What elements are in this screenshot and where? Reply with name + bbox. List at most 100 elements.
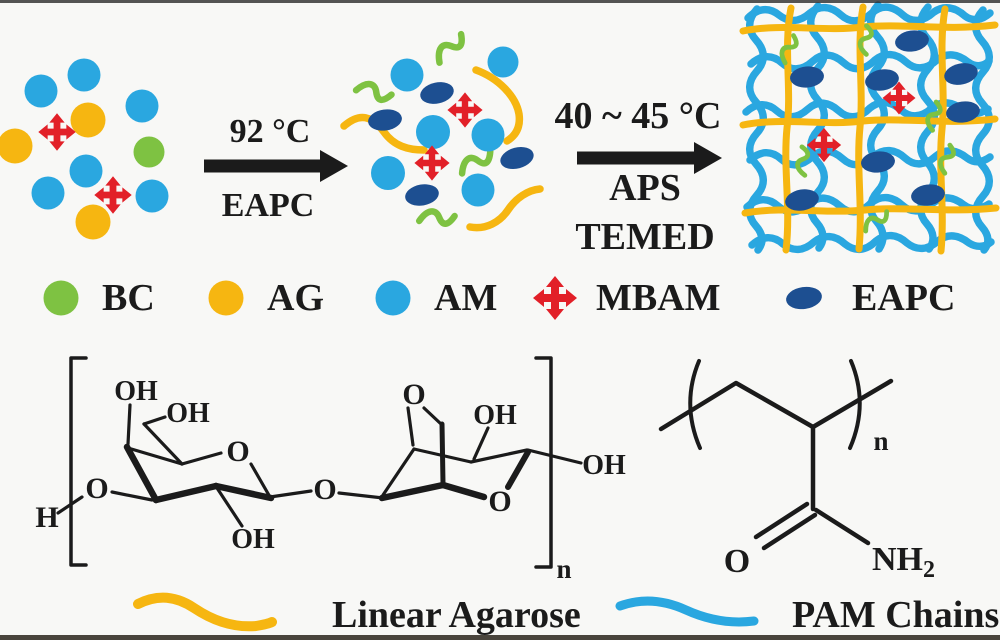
legend-item-eapc: EAPC [782,272,955,324]
subscript-n: n [556,554,571,584]
agarose-strand [472,66,524,145]
bond [215,486,244,528]
eapc-ellipse [786,286,822,310]
bond-bold [123,443,160,504]
atom-label: OH [166,398,210,429]
bond [268,489,313,499]
atom-label: O [724,543,750,580]
arrow-step1 [204,150,348,182]
bond [406,406,415,447]
bond [526,448,583,465]
eapc-particle [865,69,899,91]
bc-strand [432,33,468,64]
legend-item-am: AM [374,272,497,324]
legend-label-mbam: MBAM [596,277,721,319]
step2-temperature: 40 ~ 45 °C [555,95,722,137]
bond [126,446,184,466]
arrow-step2 [577,142,722,174]
bond [126,403,132,446]
right-paren [848,359,862,450]
eapc-ellipse-icon [786,286,822,310]
mbam-cross-icon [533,276,577,320]
bc-circle [43,280,79,316]
am-circle-icon [375,280,411,316]
am-monomer [471,118,505,152]
bond [469,448,529,464]
am-monomer [125,89,159,123]
chain-label-pam: PAM Chains [792,594,1000,636]
mbam-cross [533,276,577,320]
bond-bold [212,482,275,502]
am-monomer [390,58,424,92]
agarose-strand [741,204,1000,217]
ag-circle [208,280,244,316]
agarose-strand [340,113,428,154]
left-bracket [69,356,88,567]
am-monomer [371,156,405,190]
ag-particle [75,204,111,240]
ag-particle [70,102,106,138]
step1-reagent: EAPC [222,187,315,224]
am-monomer [487,46,519,78]
right-bracket [534,356,553,569]
dissolved-mixture [340,33,544,232]
atom-label: H [35,501,58,534]
chain-item-pam: PAM Chains [612,592,999,638]
am-monomer [67,58,101,92]
bond-bold [378,481,447,502]
pam-chain [972,6,993,254]
pam-chain [748,231,995,254]
atom-label: OH [473,400,517,431]
legend-item-ag: AG [207,272,324,324]
reactant-mixture [0,58,169,240]
atom-label: OH [114,376,158,407]
legend-label-bc: BC [102,277,155,319]
am-monomer [24,74,58,108]
legend-label-ag: AG [267,277,324,319]
agarose-strand [937,5,949,255]
bond [110,490,154,502]
am-monomer [69,154,103,188]
left-paren [688,359,702,450]
arrow-head [320,150,348,182]
am-monomer [461,173,495,207]
ag-circle-icon [208,280,244,316]
bond [180,451,223,466]
double-bond [753,501,810,540]
eapc-particle [420,82,454,104]
bond [472,426,490,461]
bond [142,422,184,466]
component-legend: BC AG AM MBAM EAPC [0,272,1000,328]
double-bond [761,512,818,551]
eapc-particle [790,66,824,88]
agarose-strand [466,185,544,232]
pam-squiggle-icon [615,596,759,627]
eapc-particle [946,101,980,123]
step2-reagent-temed: TEMED [575,216,714,258]
reaction-scheme: 92 °C EAPC 40 ~ 45 °C APS TEMED [0,1,1000,258]
bottom-border [0,635,1000,640]
chain-label-agarose: Linear Agarose [332,594,581,636]
bond [249,462,272,499]
bond-bold [439,481,488,501]
eapc-particle [861,151,895,173]
chain-legend: Linear Agarose PAM Chains [0,592,1000,638]
bond [422,406,443,426]
eapc-particle [785,189,819,211]
atom-label: O [402,378,425,411]
atom-label: OH [231,524,275,555]
arrow-head [694,142,722,174]
backbone [658,378,894,432]
bc-particle [133,136,165,168]
agarose-squiggle-icon [133,592,277,632]
pam-structure: On NH2 [658,359,935,583]
pam-squiggle [615,596,759,627]
ag-particle [0,128,33,164]
bc-circle-icon [43,280,79,316]
eapc-particle [895,30,929,52]
bond-bold [505,449,531,490]
bc-strand [457,150,495,174]
agarose-squiggle [133,592,277,632]
